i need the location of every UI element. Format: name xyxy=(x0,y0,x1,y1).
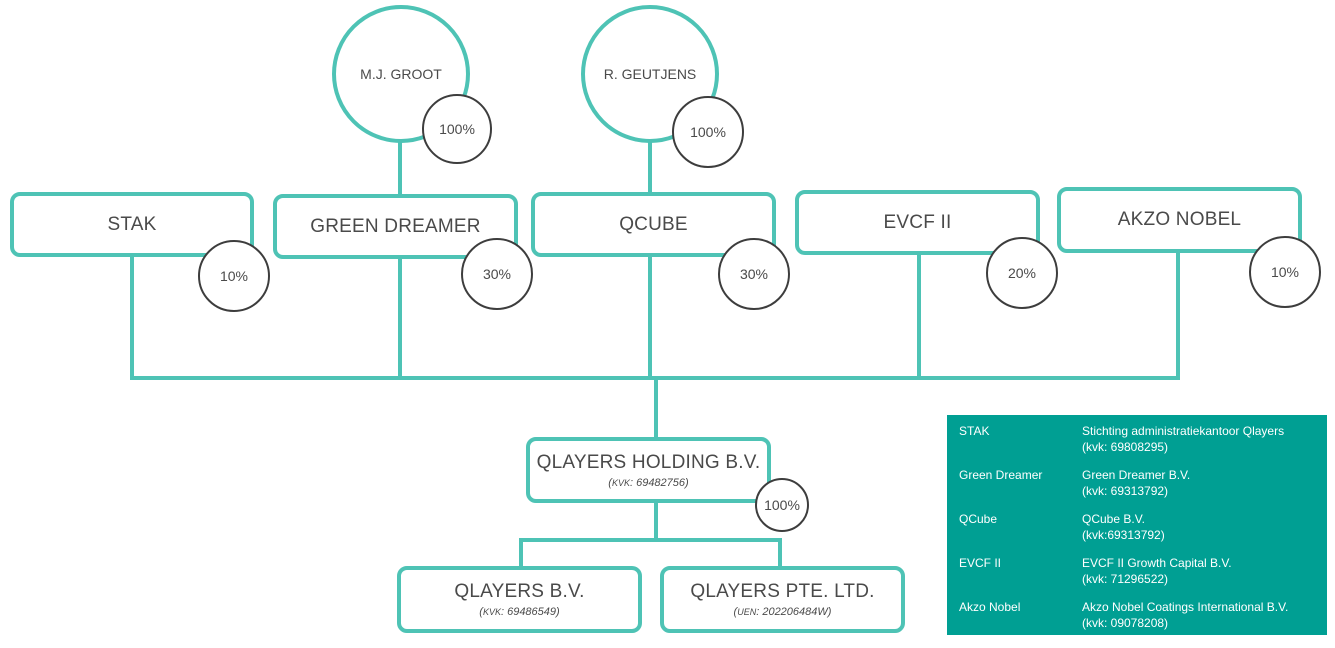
holding-company-box: QLAYERS HOLDING B.V. (KVK: 69482756) xyxy=(526,437,771,503)
shareholder-name: STAK xyxy=(107,213,157,235)
legend-key: STAK xyxy=(959,424,990,438)
shareholder-box-qcube: QCUBE xyxy=(531,192,776,257)
legend-row: QCube QCube B.V.(kvk:69313792) xyxy=(947,509,1327,553)
legend-value: QCube B.V.(kvk:69313792) xyxy=(1082,512,1165,542)
ownership-percentage-badge: 100% xyxy=(755,478,809,532)
legend-row: Akzo Nobel Akzo Nobel Coatings Internati… xyxy=(947,597,1327,641)
shareholder-name: GREEN DREAMER xyxy=(310,215,481,237)
ownership-percentage-badge: 20% xyxy=(986,237,1058,309)
connector-line xyxy=(1176,251,1180,380)
connector-line xyxy=(917,253,921,380)
ownership-percentage-badge: 100% xyxy=(672,96,744,168)
legend-panel: STAK Stichting administratiekantoor Qlay… xyxy=(947,415,1327,635)
connector-line xyxy=(778,538,782,570)
ownership-percentage-badge: 10% xyxy=(1249,236,1321,308)
legend-value: Stichting administratiekantoor Qlayers(k… xyxy=(1082,424,1285,454)
ownership-percentage-badge: 10% xyxy=(198,240,270,312)
connector-line xyxy=(130,254,134,380)
connector-line xyxy=(654,376,658,440)
owner-name: M.J. GROOT xyxy=(360,66,442,82)
shareholder-box-stak: STAK xyxy=(10,192,254,257)
ownership-percentage-badge: 100% xyxy=(422,94,492,164)
connector-line xyxy=(654,500,658,540)
connector-line xyxy=(519,538,782,542)
subsidiary-name: QLAYERS B.V. xyxy=(454,581,585,602)
legend-value: EVCF II Growth Capital B.V.(kvk: 7129652… xyxy=(1082,556,1232,586)
legend-key: Green Dreamer xyxy=(959,468,1043,482)
holding-registration: (KVK: 69482756) xyxy=(608,476,689,489)
legend-key: Akzo Nobel xyxy=(959,600,1021,614)
subsidiary-box-qlayers-pte-ltd: QLAYERS PTE. LTD. (UEN: 202206484W) xyxy=(660,566,905,633)
legend-key: EVCF II xyxy=(959,556,1002,570)
legend-row: STAK Stichting administratiekantoor Qlay… xyxy=(947,421,1327,465)
subsidiary-box-qlayers-bv: QLAYERS B.V. (KVK: 69486549) xyxy=(397,566,642,633)
subsidiary-name: QLAYERS PTE. LTD. xyxy=(690,581,875,602)
ownership-percentage-badge: 30% xyxy=(718,238,790,310)
subsidiary-registration: (UEN: 202206484W) xyxy=(733,606,832,618)
shareholder-name: EVCF II xyxy=(883,211,952,233)
connector-line xyxy=(519,538,523,570)
ownership-percentage-badge: 30% xyxy=(461,238,533,310)
legend-key: QCube xyxy=(959,512,998,526)
owner-name: R. GEUTJENS xyxy=(603,66,697,82)
connector-line xyxy=(398,140,402,196)
legend-value: Green Dreamer B.V.(kvk: 69313792) xyxy=(1082,468,1191,498)
holding-name: QLAYERS HOLDING B.V. xyxy=(536,451,761,473)
connector-line xyxy=(648,255,652,380)
legend-value: Akzo Nobel Coatings International B.V.(k… xyxy=(1082,600,1289,630)
connector-line xyxy=(398,256,402,380)
shareholder-name: AKZO NOBEL xyxy=(1117,209,1242,230)
legend-row: Green Dreamer Green Dreamer B.V.(kvk: 69… xyxy=(947,465,1327,509)
subsidiary-registration: (KVK: 69486549) xyxy=(479,606,560,618)
legend-row: EVCF II EVCF II Growth Capital B.V.(kvk:… xyxy=(947,553,1327,597)
connector-line xyxy=(648,140,652,196)
shareholder-name: QCUBE xyxy=(619,213,688,235)
shareholder-box-akzo-nobel: AKZO NOBEL xyxy=(1057,187,1302,253)
